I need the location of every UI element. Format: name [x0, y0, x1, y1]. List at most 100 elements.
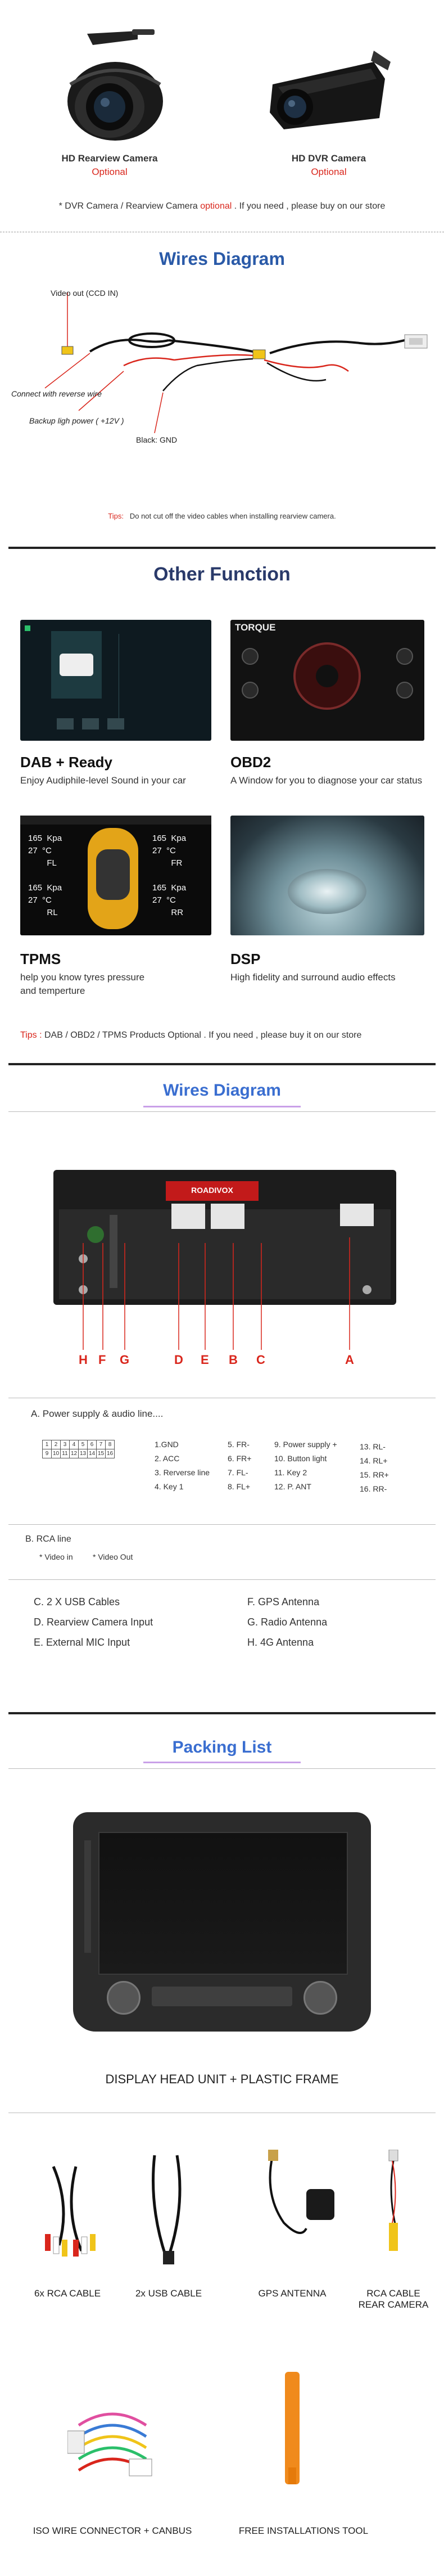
pin-number: 16 [105, 1449, 115, 1458]
feature-tpms-title: TPMS [20, 951, 61, 967]
camera-note-suffix: . If you need , please buy on our store [232, 201, 386, 211]
pin-number: 5 [78, 1440, 88, 1449]
camera-note-highlight: optional [200, 201, 232, 211]
tpms-screen: 165 Kpa 27 °C FL 165 Kpa 27 °C RL 165 Kp… [20, 816, 211, 935]
letter-b: B [229, 1353, 238, 1367]
other-tips-text: DAB / OBD2 / TPMS Products Optional . If… [42, 1030, 362, 1040]
gps-antenna-image [268, 2150, 334, 2234]
reverse-wire-label: Connect with reverse wire [11, 389, 102, 398]
wiring-harness-section: Wires Diagram ROADIVOX H F G D E B C A A… [0, 1069, 444, 1715]
rca-rear-camera-cable-image [388, 2150, 398, 2251]
brand-label: ROADIVOX [191, 1186, 233, 1195]
tpms-fr: 165 Kpa 27 °C FR [152, 834, 187, 868]
divider [8, 1768, 436, 1769]
letter-d: D [174, 1353, 183, 1367]
other-tips: Tips : DAB / OBD2 / TPMS Products Option… [20, 1030, 361, 1041]
head-unit-caption: DISPLAY HEAD UNIT + PLASTIC FRAME [105, 2072, 339, 2086]
pin-number: 4 [69, 1440, 79, 1449]
feature-dab-desc: Enjoy Audiphile-level Sound in your car [20, 775, 186, 786]
packing-list-title: Packing List [172, 1738, 272, 1757]
pin-number: 10 [51, 1449, 61, 1458]
rca-cable-image [45, 2166, 96, 2257]
section-rule [8, 1712, 436, 1714]
rca-rear-camera-caption: RCA CABLE REAR CAMERA [358, 2288, 429, 2310]
iso-wire-connector-image [67, 2412, 152, 2476]
pin-number: 11 [60, 1449, 70, 1458]
tpms-fl: 165 Kpa 27 °C FL [28, 834, 62, 868]
camera-note-prefix: * DVR Camera / Rearview Camera [58, 201, 201, 211]
feature-dab-title: DAB + Ready [20, 754, 112, 771]
pin-number: 8 [105, 1440, 115, 1449]
wiring-harness-title: Wires Diagram [163, 1081, 281, 1100]
tips-text: Do not cut off the video cables when ins… [129, 512, 336, 520]
section-a-label: A. Power supply & audio line.... [31, 1408, 164, 1419]
usb-cable-image [152, 2155, 182, 2264]
pin-number: 12 [69, 1449, 79, 1458]
iso-wire-caption: ISO WIRE CONNECTOR + CANBUS [33, 2525, 192, 2536]
pin-number: 15 [96, 1449, 106, 1458]
rearview-camera-optional: Optional [92, 166, 128, 177]
head-unit-image [73, 1812, 371, 2032]
wires-diagram-title: Wires Diagram [159, 249, 285, 269]
gnd-label: Black: GND [136, 435, 178, 444]
pin-number: 1 [42, 1440, 52, 1449]
usb-cable-caption: 2x USB CABLE [135, 2288, 202, 2299]
pin-number: 7 [96, 1440, 106, 1449]
letter-g: G [120, 1353, 130, 1367]
letter-f: F [98, 1353, 106, 1367]
pin-number: 2 [51, 1440, 61, 1449]
obd2-screen-label: TORQUE [235, 622, 276, 633]
feature-dsp-desc: High fidelity and surround audio effects [230, 972, 396, 983]
section-b-label: B. RCA line [25, 1534, 71, 1544]
rca-cable-caption: 6x RCA CABLE [34, 2288, 101, 2299]
section-rule [8, 1063, 436, 1065]
letter-c: C [256, 1353, 265, 1367]
feature-obd2-title: OBD2 [230, 754, 271, 771]
camera-section: HD Rearview Camera Optional HD DVR Camer… [0, 0, 444, 236]
letter-e: E [201, 1353, 209, 1367]
rearview-camera-image [67, 29, 163, 141]
backup-power-label: Backup ligh power ( +12V ) [29, 416, 124, 425]
other-function-title: Other Function [153, 564, 291, 585]
dab-screen [20, 620, 211, 741]
title-underline [143, 1762, 301, 1763]
feature-tpms-desc: help you know tyres pressure and tempert… [20, 972, 145, 996]
wires-diagram-illustration [44, 292, 428, 434]
installation-tool-image [285, 2372, 300, 2484]
section-rule [8, 547, 436, 549]
divider [8, 1524, 436, 1525]
letter-a: A [345, 1353, 354, 1367]
pin-col-4: 13. RL-14. RL+15. RR+16. RR- [360, 1442, 389, 1493]
dvr-camera-image [270, 51, 391, 129]
wires-diagram-section: Wires Diagram Video out (CCD IN) Connect… [0, 236, 444, 540]
feature-obd2-desc: A Window for you to diagnose your car st… [230, 775, 423, 786]
divider [8, 1579, 436, 1580]
divider [8, 1111, 436, 1112]
tpms-rr: 165 Kpa 27 °C RR [152, 883, 187, 917]
pin-number: 9 [42, 1449, 52, 1458]
rca-video-in: * Video in [39, 1552, 73, 1561]
pin-col-2: 5. FR-6. FR+7. FL-8. FL+ [228, 1440, 252, 1491]
pin-number: 13 [78, 1449, 88, 1458]
packing-list-section: Packing List DISPLAY HEAD UNIT + PLASTIC… [0, 1717, 444, 2572]
unit-rear-image: ROADIVOX [53, 1170, 396, 1305]
pin-number: 6 [87, 1440, 97, 1449]
tips-label: Tips: [108, 512, 124, 520]
gps-antenna-caption: GPS ANTENNA [258, 2288, 327, 2299]
pointer-lines [83, 1237, 350, 1350]
other-tips-label: Tips : [20, 1030, 42, 1040]
title-underline [143, 1106, 301, 1107]
rca-video-out: * Video Out [93, 1552, 133, 1561]
installation-tool-caption: FREE INSTALLATIONS TOOL [238, 2525, 369, 2536]
feature-dsp-title: DSP [230, 951, 261, 967]
tpms-rl: 165 Kpa 27 °C RL [28, 883, 62, 917]
letter-h: H [79, 1353, 88, 1367]
dsp-image [230, 816, 424, 935]
dvr-camera-optional: Optional [311, 166, 347, 177]
obd2-screen: TORQUE [230, 620, 424, 741]
